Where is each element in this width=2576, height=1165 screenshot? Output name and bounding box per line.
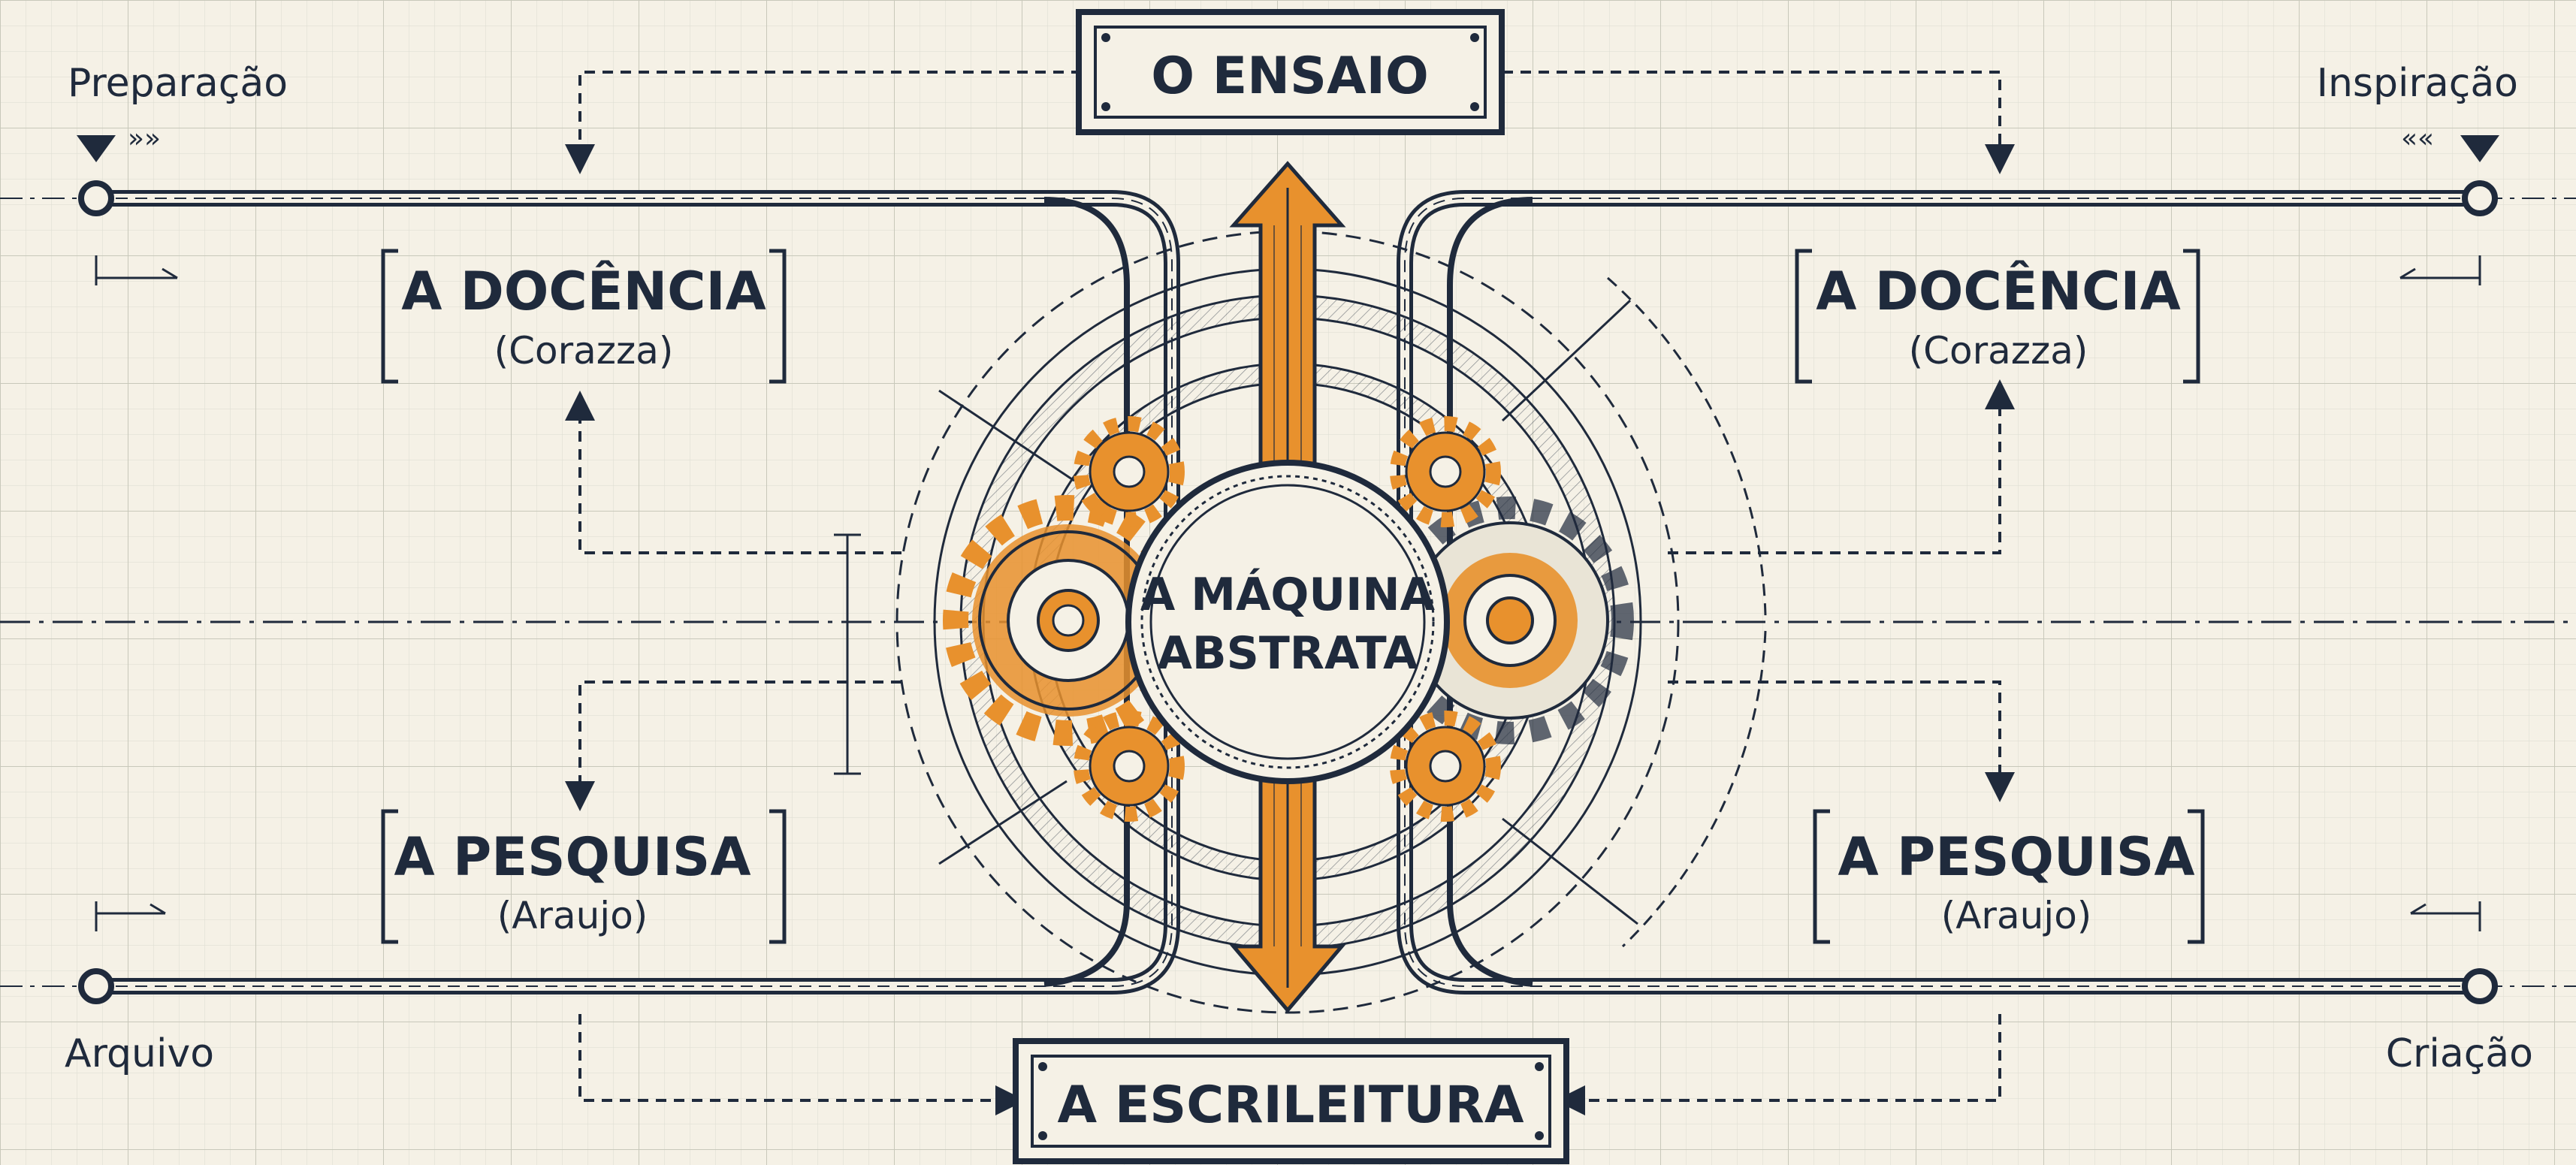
box-title: A DOCÊNCIA (401, 261, 766, 322)
top-left-rail (0, 180, 1180, 811)
box-top-left: A DOCÊNCIA (Corazza) (381, 249, 787, 384)
chevron-right-icon: »» (128, 123, 161, 154)
box-author: (Araujo) (1941, 894, 2092, 937)
corner-label-bottom-left: Arquivo (65, 1031, 214, 1076)
box-title: A PESQUISA (1838, 826, 2194, 888)
center-label-line2: ABSTRATA (1158, 627, 1419, 680)
corner-markers: »» «« (77, 123, 2499, 931)
central-hub: A MÁQUINA ABSTRATA (1125, 460, 1450, 784)
box-title: A PESQUISA (394, 826, 750, 888)
triangle-marker-icon (2460, 135, 2499, 162)
corner-label-top-right: Inspiração (2317, 61, 2518, 106)
inner-pipes (1043, 197, 1533, 987)
bottom-title: A ESCRILEITURA (1058, 1076, 1524, 1135)
bottom-right-rail (1397, 751, 2576, 1004)
bottom-title-plate: A ESCRILEITURA (1013, 1038, 1569, 1164)
triangle-marker-icon (77, 135, 116, 162)
box-author: (Corazza) (494, 329, 674, 373)
top-title-plate: O ENSAIO (1076, 9, 1505, 135)
box-author: (Araujo) (497, 894, 648, 937)
center-label-line1: A MÁQUINA (1140, 568, 1436, 621)
bottom-left-rail (0, 751, 1180, 1004)
gear-large-right-icon (1386, 496, 1634, 744)
box-title: A DOCÊNCIA (1816, 261, 2181, 322)
top-title: O ENSAIO (1151, 47, 1429, 106)
box-bottom-left: A PESQUISA (Araujo) (381, 809, 787, 944)
dimension-line (834, 533, 861, 775)
box-top-right: A DOCÊNCIA (Corazza) (1795, 249, 2200, 384)
box-author: (Corazza) (1909, 329, 2088, 373)
gear-small-icons (1074, 416, 1501, 822)
box-bottom-right: A PESQUISA (Araujo) (1813, 809, 2205, 944)
connector-arrows (565, 71, 2015, 1115)
corner-label-top-left: Preparação (68, 61, 288, 106)
corner-label-bottom-right: Criação (2386, 1031, 2533, 1076)
top-right-rail (1397, 180, 2576, 811)
chevron-left-icon: «« (2401, 123, 2434, 154)
